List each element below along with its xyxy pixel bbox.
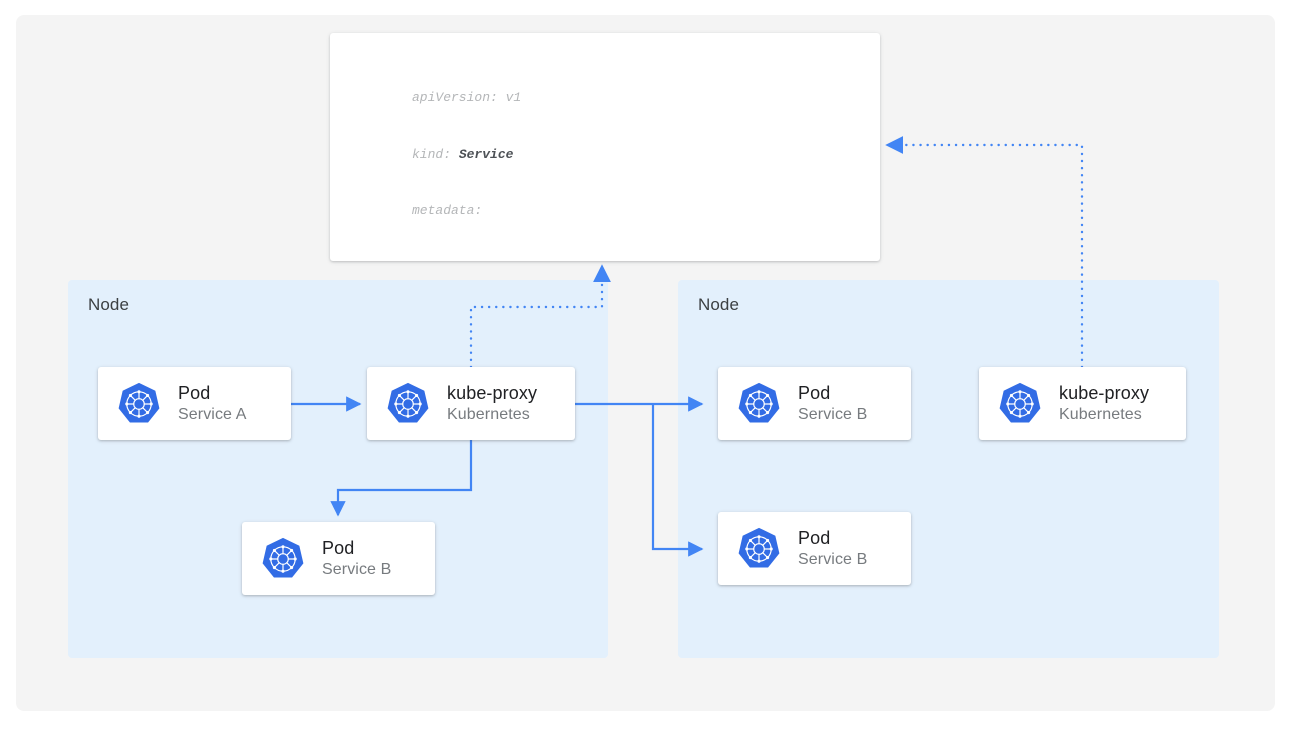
card-subtitle: Service B [798,406,868,423]
card-text: Pod Service B [798,527,867,570]
card-subtitle: Service B [798,551,868,568]
kubernetes-icon [999,382,1041,423]
kubernetes-icon [262,537,304,578]
node-label: Node [88,295,130,314]
card-title: Pod [798,383,831,403]
yaml-line: apiVersion: v1 [412,89,522,105]
kubernetes-icon [738,527,780,568]
card-subtitle: Service B [322,561,392,578]
card-pod-service-a[interactable]: Pod Service A [98,367,291,440]
card-title: Pod [798,528,831,548]
card-subtitle: Service A [178,406,247,423]
card-title: Pod [322,538,355,558]
card-pod-service-b-right-bottom[interactable]: Pod Service B [718,512,911,585]
node-container-right: Node [678,280,1219,658]
card-text: Pod Service B [798,382,867,425]
card-title: Pod [178,383,211,403]
card-text: Pod Service A [178,382,247,425]
card-kube-proxy-left[interactable]: kube-proxy Kubernetes [367,367,575,440]
service-manifest-card: apiVersion: v1 kind: Service metadata: n… [330,33,880,261]
yaml-line: kind: Service [412,146,514,162]
card-subtitle: Kubernetes [447,406,530,423]
yaml-line: metadata: [412,203,483,219]
kubernetes-icon [738,382,780,423]
node-container-left: Node [68,280,608,658]
card-text: Pod Service B [322,537,391,580]
service-manifest-text: apiVersion: v1 kind: Service metadata: n… [412,51,732,261]
card-text: kube-proxy Kubernetes [1059,382,1149,425]
card-text: kube-proxy Kubernetes [447,382,537,425]
card-title: kube-proxy [1059,383,1150,403]
diagram-canvas: Node Node apiVersion: v1 kind: Service m… [16,15,1275,711]
card-pod-service-b-right-top[interactable]: Pod Service B [718,367,911,440]
yaml-line: name: my-service [412,259,732,261]
card-kube-proxy-right[interactable]: kube-proxy Kubernetes [979,367,1186,440]
kubernetes-icon [118,382,160,423]
card-title: kube-proxy [447,383,538,403]
card-subtitle: Kubernetes [1059,406,1142,423]
node-label: Node [698,295,740,314]
kubernetes-icon [387,382,429,423]
card-pod-service-b-left[interactable]: Pod Service B [242,522,435,595]
